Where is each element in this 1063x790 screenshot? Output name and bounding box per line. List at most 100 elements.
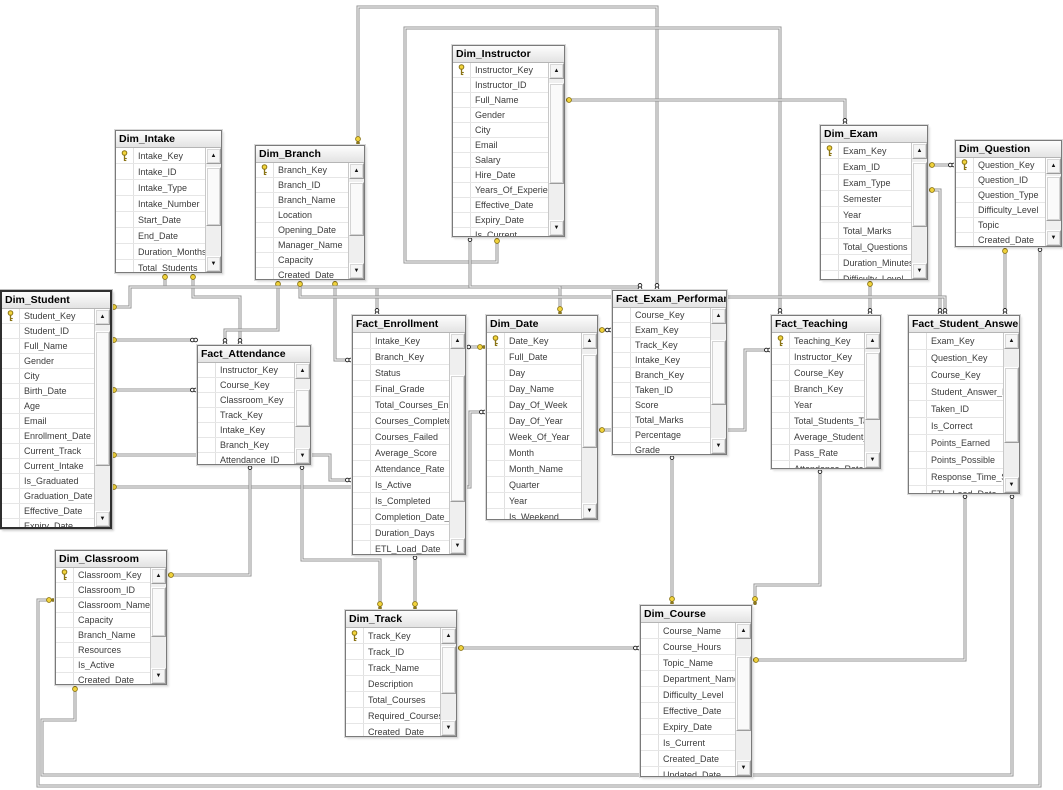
table-title[interactable]: Dim_Question (956, 141, 1061, 158)
scrollbar-thumb[interactable] (441, 646, 456, 694)
scrollbar-thumb[interactable] (151, 586, 166, 638)
scroll-down-icon[interactable]: ▼ (295, 448, 310, 464)
column-row[interactable]: Branch_ID (256, 178, 348, 193)
relationship-connector[interactable] (108, 337, 198, 343)
scroll-up-icon[interactable]: ▲ (206, 148, 221, 164)
column-row[interactable]: Location (256, 208, 348, 223)
column-row[interactable]: Created_Date (641, 751, 735, 767)
table-title[interactable]: Fact_Attendance (198, 346, 310, 363)
column-row[interactable]: Intake_Key (116, 148, 205, 164)
column-row[interactable]: Exam_Key (821, 143, 911, 159)
relationship-connector[interactable] (463, 344, 487, 350)
column-row[interactable]: Courses_Failed (353, 429, 449, 445)
scroll-down-icon[interactable]: ▼ (151, 668, 166, 684)
column-row[interactable]: Instructor_Key (772, 349, 864, 365)
column-row[interactable]: Effective_Date (641, 703, 735, 719)
scrollbar-thumb[interactable] (549, 83, 564, 184)
column-row[interactable]: Instructor_Key (453, 63, 548, 78)
table-scrollbar[interactable]: ▲▼ (1003, 333, 1019, 493)
column-row[interactable]: Is_Active (56, 658, 150, 673)
column-row[interactable]: Current_Intake (2, 459, 94, 474)
column-row[interactable]: Course_Key (613, 308, 710, 323)
scroll-down-icon[interactable]: ▼ (912, 263, 927, 279)
relationship-connector[interactable] (467, 234, 563, 316)
column-row[interactable]: Exam_Key (909, 333, 1003, 350)
column-row[interactable]: Intake_Type (116, 180, 205, 196)
table-title[interactable]: Fact_Teaching (772, 316, 880, 333)
relationship-connector[interactable] (222, 278, 281, 346)
relationship-connector[interactable] (332, 278, 353, 363)
scrollbar-track[interactable] (549, 79, 564, 220)
column-row[interactable]: Full_Date (487, 349, 581, 365)
scrollbar-thumb[interactable] (711, 339, 726, 405)
column-row[interactable]: Classroom_Key (198, 393, 294, 408)
column-row[interactable]: Track_Key (198, 408, 294, 423)
column-row[interactable]: Day (487, 365, 581, 381)
column-row[interactable]: Course_Hours (641, 639, 735, 655)
relationship-connector[interactable] (190, 271, 243, 346)
column-row[interactable]: Current_Track (2, 444, 94, 459)
column-row[interactable]: Course_Key (909, 367, 1003, 384)
relationship-connector[interactable] (752, 466, 823, 606)
column-row[interactable]: Track_Key (613, 338, 710, 353)
column-row[interactable]: Duration_Days (353, 525, 449, 541)
scroll-down-icon[interactable]: ▼ (736, 760, 751, 776)
scroll-down-icon[interactable]: ▼ (450, 538, 465, 554)
relationship-connector[interactable] (596, 327, 613, 333)
table-scrollbar[interactable]: ▲▼ (449, 333, 465, 554)
column-row[interactable]: Description (346, 676, 440, 692)
column-row[interactable]: Teaching_Key (772, 333, 864, 349)
scroll-up-icon[interactable]: ▲ (95, 309, 110, 325)
column-row[interactable]: Final_Grade (353, 381, 449, 397)
scroll-up-icon[interactable]: ▲ (441, 628, 456, 644)
column-row[interactable]: Expiry_Date (2, 519, 94, 527)
table-scrollbar[interactable]: ▲▼ (94, 309, 110, 527)
column-row[interactable]: Exam_Type (821, 175, 911, 191)
scroll-up-icon[interactable]: ▲ (865, 333, 880, 349)
table-title[interactable]: Dim_Instructor (453, 46, 564, 63)
relationship-connector[interactable] (40, 491, 1015, 777)
column-row[interactable]: Topic (956, 218, 1045, 233)
column-row[interactable]: Total_Courses (346, 692, 440, 708)
column-row[interactable]: Classroom_Name (56, 598, 150, 613)
column-row[interactable]: Response_Time_Secon... (909, 469, 1003, 486)
table-scrollbar[interactable]: ▲▼ (581, 333, 597, 519)
scroll-down-icon[interactable]: ▼ (95, 511, 110, 527)
table-title[interactable]: Dim_Course (641, 606, 751, 623)
column-row[interactable]: Full_Name (453, 93, 548, 108)
relationship-connector[interactable] (36, 244, 1043, 788)
table-scrollbar[interactable]: ▲▼ (150, 568, 166, 684)
scrollbar-thumb[interactable] (582, 353, 597, 448)
scrollbar-track[interactable] (736, 639, 751, 760)
column-row[interactable]: Week_Of_Year (487, 429, 581, 445)
column-row[interactable]: Branch_Key (353, 349, 449, 365)
relationship-connector[interactable] (412, 552, 418, 611)
column-row[interactable]: Total_Students (116, 260, 205, 272)
column-row[interactable]: Branch_Key (256, 163, 348, 178)
relationship-connector[interactable] (299, 462, 383, 611)
relationship-connector[interactable] (563, 97, 848, 126)
column-row[interactable]: Taken_ID (909, 401, 1003, 418)
column-row[interactable]: Branch_Key (613, 368, 710, 383)
table-title[interactable]: Dim_Branch (256, 146, 364, 163)
table-title[interactable]: Dim_Track (346, 611, 456, 628)
column-row[interactable]: Branch_Name (56, 628, 150, 643)
relationship-connector[interactable] (355, 5, 660, 291)
relationship-connector[interactable] (165, 462, 253, 578)
scroll-up-icon[interactable]: ▲ (295, 363, 310, 379)
scrollbar-track[interactable] (1046, 174, 1061, 230)
scroll-up-icon[interactable]: ▲ (711, 308, 726, 324)
column-row[interactable]: Effective_Date (2, 504, 94, 519)
column-row[interactable]: Topic_Name (641, 655, 735, 671)
scrollbar-thumb[interactable] (295, 388, 310, 427)
table-title[interactable]: Fact_Exam_Performance (613, 291, 726, 308)
column-row[interactable]: Course_Name (641, 623, 735, 639)
scroll-up-icon[interactable]: ▲ (1004, 333, 1019, 349)
column-row[interactable]: ETL_Load_Date (909, 486, 1003, 493)
